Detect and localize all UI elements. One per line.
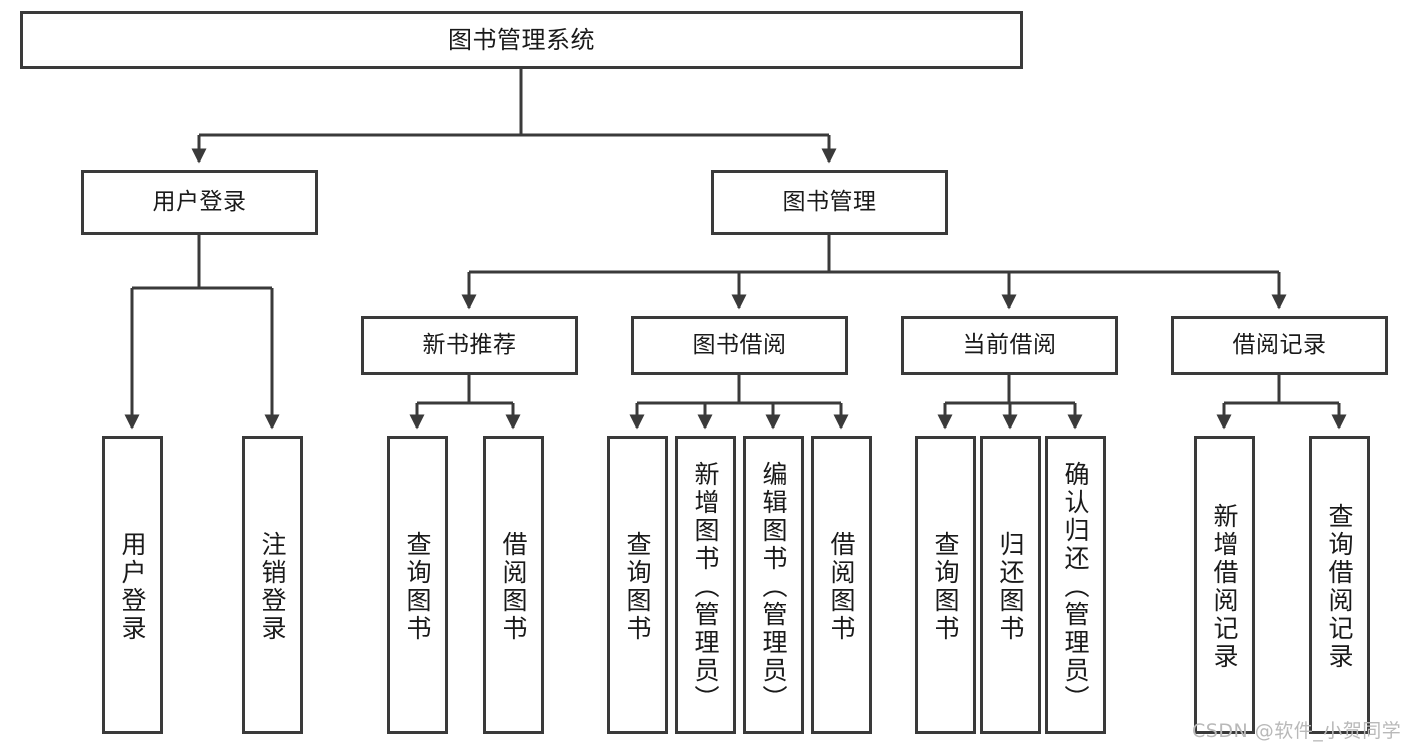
node-leaf-query-book-1[interactable]: 查询图书 [387,436,448,734]
node-root-label: 图书管理系统 [448,25,595,54]
node-new-book-recommend-label: 新书推荐 [422,331,517,358]
node-leaf-edit-book-label: 编辑图书（管理员） [759,461,788,713]
node-new-book-recommend[interactable]: 新书推荐 [361,316,578,375]
node-leaf-query-book-2-label: 查询图书 [623,531,652,643]
node-leaf-return-book[interactable]: 归还图书 [980,436,1041,734]
node-leaf-query-record-label: 查询借阅记录 [1325,503,1354,671]
node-current-borrow-label: 当前借阅 [962,331,1057,358]
node-leaf-confirm-return[interactable]: 确认归还（管理员） [1045,436,1106,734]
node-book-borrow-label: 图书借阅 [692,331,787,358]
node-borrow-record-label: 借阅记录 [1232,331,1327,358]
node-book-manage[interactable]: 图书管理 [711,170,948,235]
node-leaf-logout-label: 注销登录 [258,531,287,643]
node-book-borrow[interactable]: 图书借阅 [631,316,848,375]
node-leaf-query-book-3[interactable]: 查询图书 [915,436,976,734]
node-borrow-record[interactable]: 借阅记录 [1171,316,1388,375]
node-book-manage-label: 图书管理 [782,188,877,215]
node-leaf-add-record-label: 新增借阅记录 [1210,503,1239,671]
node-user-login-label: 用户登录 [152,188,247,215]
node-leaf-edit-book[interactable]: 编辑图书（管理员） [743,436,804,734]
node-leaf-add-book-label: 新增图书（管理员） [691,461,720,713]
node-leaf-borrow-book-1-label: 借阅图书 [499,531,528,643]
node-user-login[interactable]: 用户登录 [81,170,318,235]
node-leaf-return-book-label: 归还图书 [996,531,1025,643]
node-leaf-add-record[interactable]: 新增借阅记录 [1194,436,1255,734]
node-leaf-borrow-book-1[interactable]: 借阅图书 [483,436,544,734]
node-leaf-user-login-label: 用户登录 [118,531,147,643]
node-root[interactable]: 图书管理系统 [20,11,1023,69]
node-leaf-query-book-1-label: 查询图书 [403,531,432,643]
node-leaf-query-book-2[interactable]: 查询图书 [607,436,668,734]
node-current-borrow[interactable]: 当前借阅 [901,316,1118,375]
node-leaf-confirm-return-label: 确认归还（管理员） [1061,461,1090,713]
node-leaf-query-record[interactable]: 查询借阅记录 [1309,436,1370,734]
node-leaf-logout[interactable]: 注销登录 [242,436,303,734]
csdn-watermark: CSDN @软件_小贺同学 [1192,720,1402,742]
node-leaf-user-login[interactable]: 用户登录 [102,436,163,734]
node-leaf-query-book-3-label: 查询图书 [931,531,960,643]
node-leaf-borrow-book-2-label: 借阅图书 [827,531,856,643]
node-leaf-add-book[interactable]: 新增图书（管理员） [675,436,736,734]
node-leaf-borrow-book-2[interactable]: 借阅图书 [811,436,872,734]
